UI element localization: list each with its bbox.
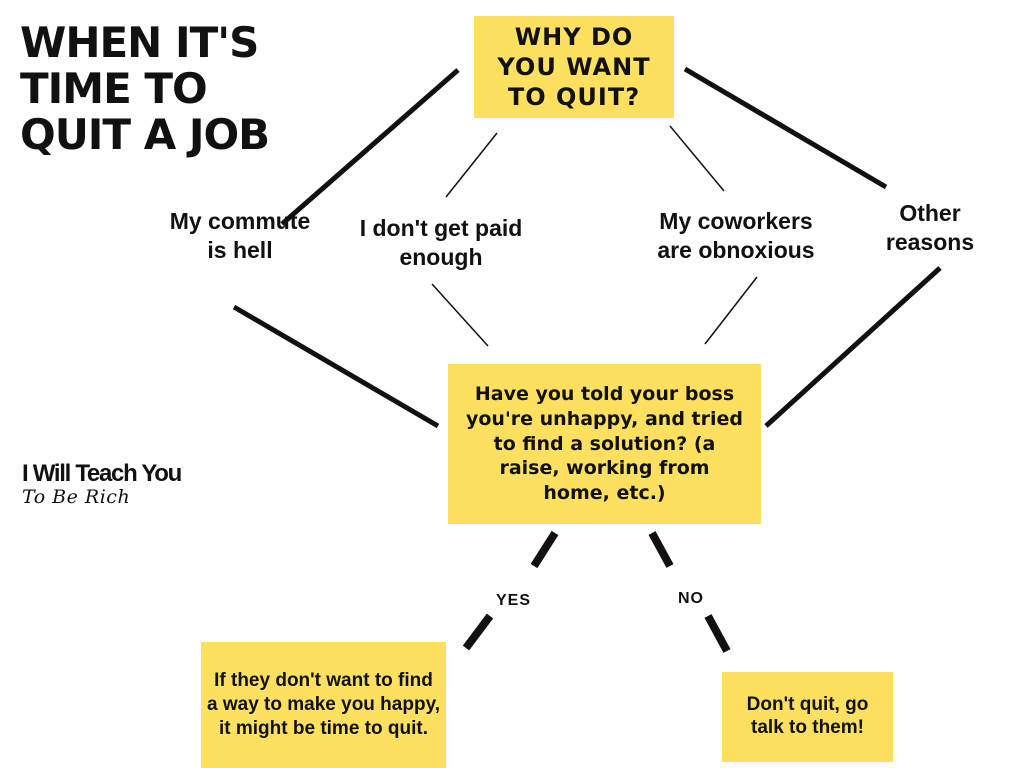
reason-other: Other reasons [885,200,975,256]
reason-commute: My commute is hell [169,208,311,264]
reason-pay: I don't get paid enough [359,215,523,271]
connector-yes-to-outcome [462,613,494,651]
outcome-box-yes: If they don't want to find a way to make… [201,642,446,768]
outcome-box-no: Don't quit, go talk to them! [722,672,893,762]
question-box: WHY DO YOU WANT TO QUIT? [474,16,674,118]
connector-commute-to-q2 [232,304,440,429]
connector-other-to-q2 [764,266,942,428]
connector-q2-to-no [648,531,674,568]
branch-label-yes: YES [496,592,532,609]
connector-coworkers-to-q2 [704,276,758,345]
reason-coworkers: My coworkers are obnoxious [657,208,815,264]
logo-main-text: I Will Teach You [22,460,182,487]
branch-label-no: NO [678,590,704,607]
question-text: WHY DO YOU WANT TO QUIT? [497,23,651,111]
connector-q1-to-commute [280,68,460,226]
connector-q1-to-other [683,66,888,190]
connector-q1-to-coworkers [669,125,725,192]
connector-q1-to-pay [445,132,498,198]
connector-no-to-outcome [704,614,731,653]
connector-pay-to-q2 [431,283,489,347]
followup-question-box: Have you told your boss you're unhappy, … [448,364,761,524]
brand-logo: I Will Teach You To Be Rich [22,460,182,508]
outcome-text-yes: If they don't want to find a way to make… [207,669,441,740]
outcome-text-no: Don't quit, go talk to them! [746,694,869,738]
logo-sub-text: To Be Rich [22,486,131,508]
followup-question-text: Have you told your boss you're unhappy, … [465,383,743,505]
diagram-title: WHEN IT'S TIME TO QUIT A JOB [20,18,270,160]
connector-q2-to-yes [530,530,559,569]
